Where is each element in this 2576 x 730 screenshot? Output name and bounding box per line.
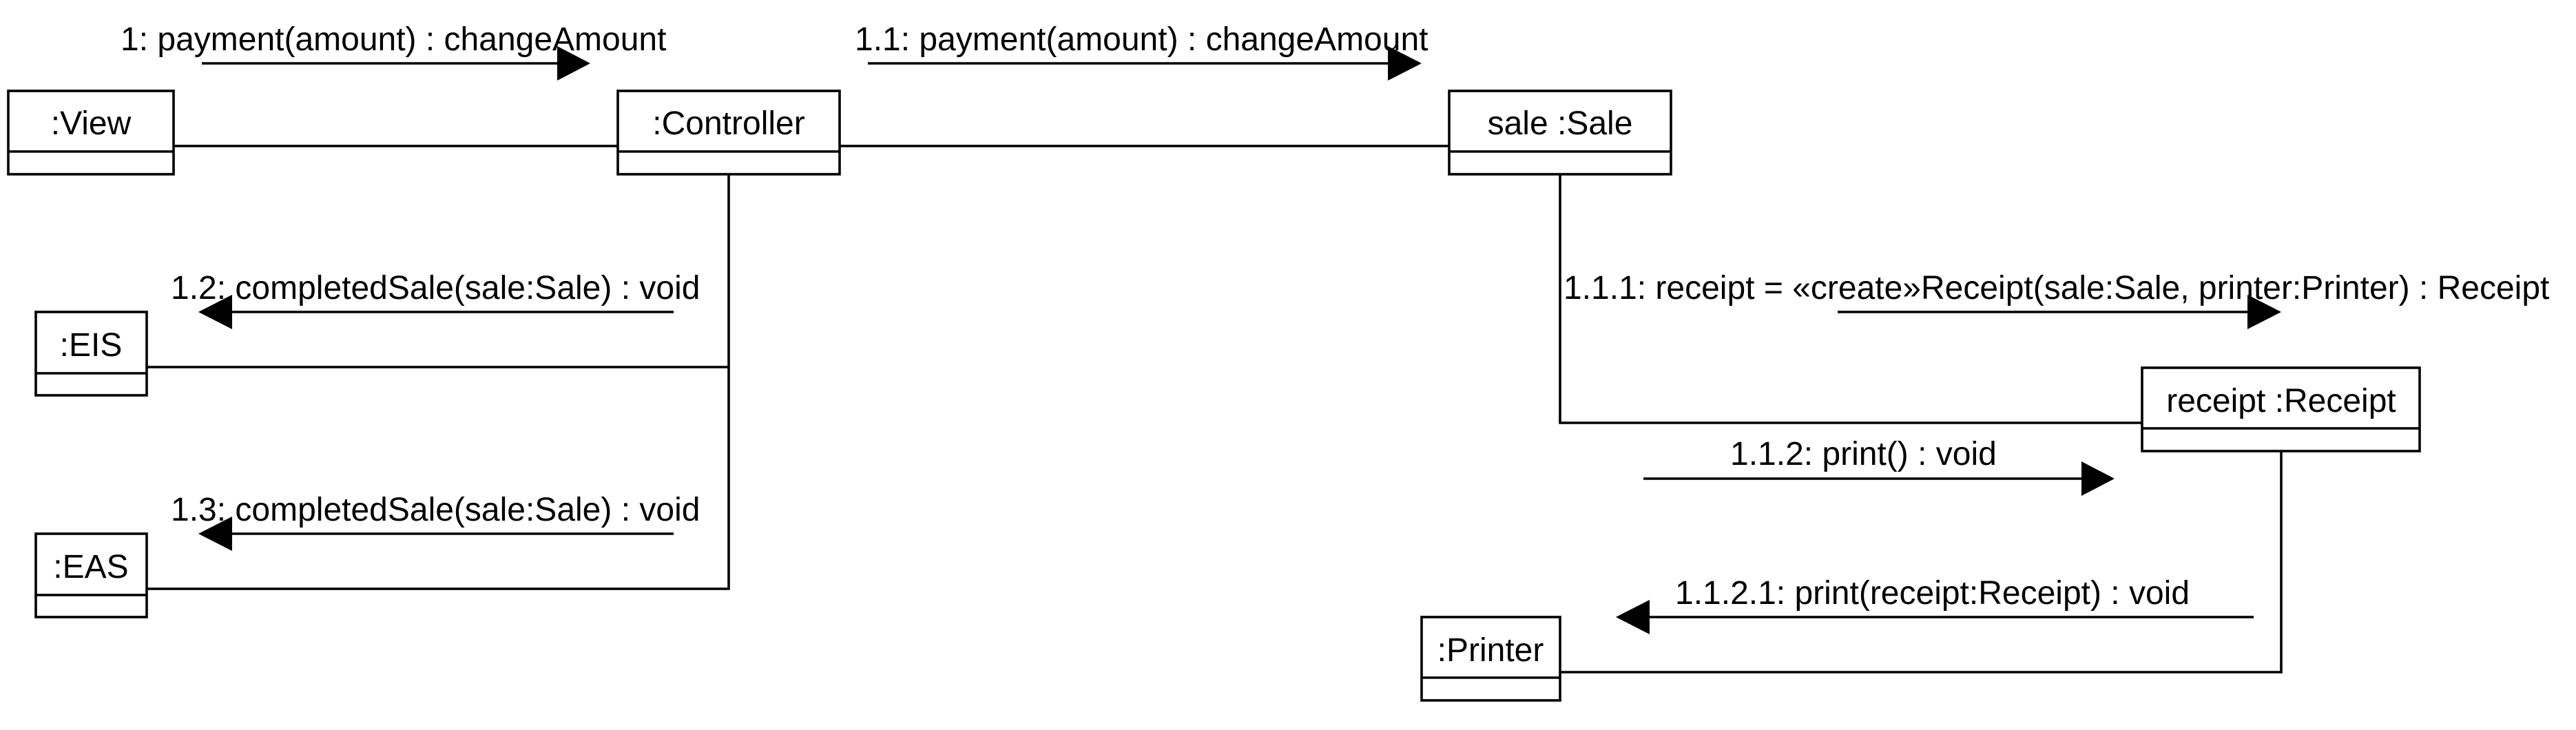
object-view-label: :View xyxy=(51,105,132,142)
message-1-1-2-1: 1.1.2.1: print(receipt:Receipt) : void xyxy=(1616,575,2254,634)
object-eas[interactable]: :EAS xyxy=(34,532,148,618)
link-sale-receipt xyxy=(1559,174,2142,424)
message-1: 1: payment(amount) : changeAmount xyxy=(121,21,666,81)
object-sale[interactable]: sale :Sale xyxy=(1448,90,1672,176)
message-1-1-2-arrowhead xyxy=(2081,461,2115,496)
message-1-1-2-1-label: 1.1.2.1: print(receipt:Receipt) : void xyxy=(1675,575,2190,612)
message-1-1-label: 1.1: payment(amount) : changeAmount xyxy=(855,21,1428,58)
message-1-1-2: 1.1.2: print() : void xyxy=(1643,436,2115,496)
object-receipt-label: receipt :Receipt xyxy=(2166,383,2396,419)
message-1-1-arrowhead xyxy=(1388,46,1422,81)
object-sale-label: sale :Sale xyxy=(1488,105,1633,142)
object-controller-label: :Controller xyxy=(652,105,804,142)
object-controller[interactable]: :Controller xyxy=(616,90,841,176)
message-1-3-label: 1.3: completedSale(sale:Sale) : void xyxy=(171,492,700,528)
object-eas-label: :EAS xyxy=(53,549,128,585)
object-eis-label: :EIS xyxy=(60,327,123,364)
message-1-1-1-label: 1.1.1: receipt = «create»Receipt(sale:Sa… xyxy=(1564,270,2549,306)
object-view[interactable]: :View xyxy=(7,90,175,176)
object-printer[interactable]: :Printer xyxy=(1420,616,1561,702)
message-1-2-label: 1.2: completedSale(sale:Sale) : void xyxy=(171,270,700,306)
link-controller-eas xyxy=(147,367,730,590)
message-1-3-arrowhead xyxy=(198,517,232,551)
message-1-2: 1.2: completedSale(sale:Sale) : void xyxy=(171,270,700,329)
link-receipt-printer xyxy=(1560,451,2283,674)
message-1-arrowhead xyxy=(557,46,590,81)
object-eis[interactable]: :EIS xyxy=(34,311,148,397)
message-1-1-1-arrowhead xyxy=(2247,295,2281,329)
object-printer-label: :Printer xyxy=(1437,632,1544,669)
message-1-2-arrowhead xyxy=(198,295,232,329)
message-1-label: 1: payment(amount) : changeAmount xyxy=(121,21,666,58)
message-1-3: 1.3: completedSale(sale:Sale) : void xyxy=(171,492,700,551)
message-1-1: 1.1: payment(amount) : changeAmount xyxy=(855,21,1428,81)
message-1-1-1: 1.1.1: receipt = «create»Receipt(sale:Sa… xyxy=(1564,270,2549,329)
message-1-1-2-1-arrowhead xyxy=(1616,600,1650,634)
object-receipt[interactable]: receipt :Receipt xyxy=(2141,366,2421,452)
message-1-1-2-label: 1.1.2: print() : void xyxy=(1730,436,1997,472)
